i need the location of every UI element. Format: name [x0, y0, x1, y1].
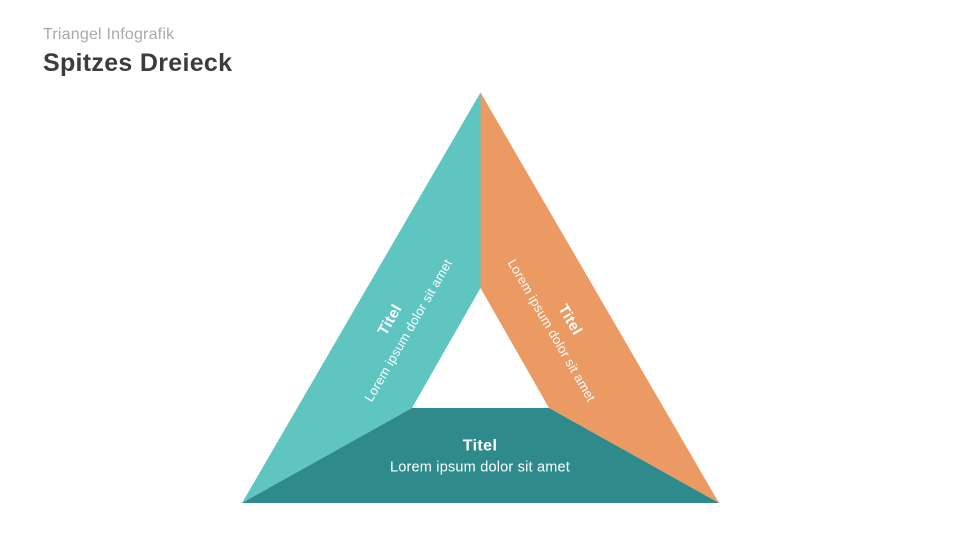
- slide-eyebrow: Triangel Infografik: [43, 26, 175, 43]
- slide-header: Triangel Infografik Spitzes Dreieck: [43, 25, 232, 78]
- segment-left-shape: [242, 92, 481, 503]
- segment-bottom-shape: [242, 408, 719, 503]
- segment-right-shape: [480, 92, 719, 503]
- page-title: Spitzes Dreieck: [43, 49, 233, 78]
